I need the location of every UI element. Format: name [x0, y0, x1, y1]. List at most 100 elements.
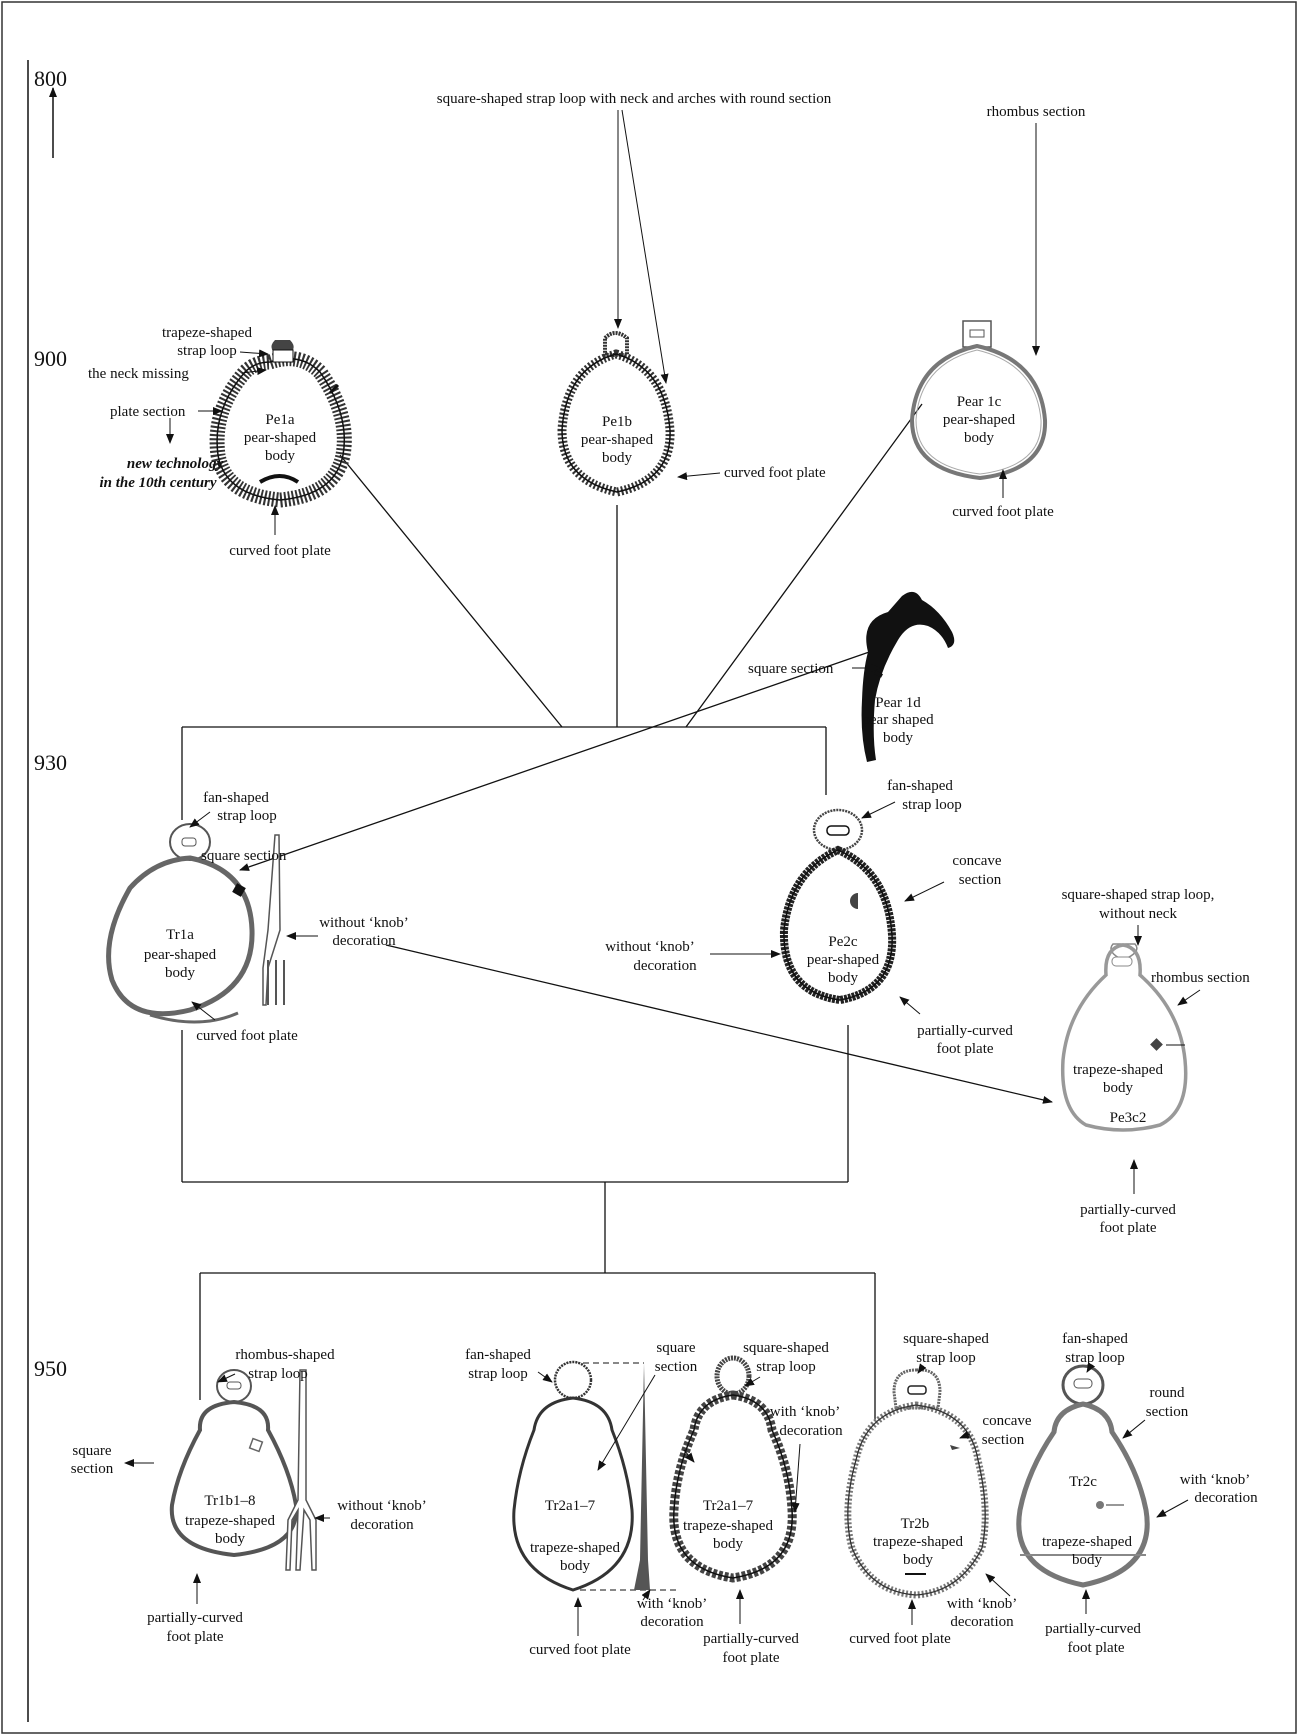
- tr2b-id: Tr2b: [901, 1516, 930, 1532]
- tr2c-strap-2: strap loop: [1065, 1350, 1125, 1366]
- pe3c2-foot-1: partially-curved: [1080, 1202, 1176, 1218]
- pe3c2-strap-2: without neck: [1099, 906, 1177, 922]
- pe1a-id: Pe1a: [265, 412, 295, 428]
- pe1b-body-1: pear-shaped: [581, 432, 654, 448]
- tr2b-decoration-1: with ‘knob’: [947, 1596, 1017, 1612]
- tr2a1b-id: Tr2a1–7: [703, 1498, 754, 1514]
- tr1b1-section-1: square: [72, 1443, 111, 1459]
- pe2c-decoration-1: without ‘knob’: [605, 939, 695, 955]
- pe3c2-body-2: body: [1103, 1080, 1134, 1096]
- tr1a-body-2: body: [165, 965, 196, 981]
- pear1c-body-2: body: [964, 430, 995, 446]
- tr2a1b-body-1: trapeze-shaped: [683, 1518, 773, 1534]
- tr2b-strap-1: square-shaped: [903, 1331, 989, 1347]
- tr2c-decoration-1: with ‘knob’: [1180, 1472, 1250, 1488]
- pe2c-section-1: concave: [952, 853, 1001, 869]
- tr2a1a-id: Tr2a1–7: [545, 1498, 596, 1514]
- tr2b-strap-2: strap loop: [916, 1350, 976, 1366]
- tr2a1a-strap-2: strap loop: [468, 1366, 528, 1382]
- pear1c-section: rhombus section: [987, 104, 1086, 120]
- pe1a-foot: curved foot plate: [229, 543, 331, 559]
- tr1a-decoration-2: decoration: [332, 933, 396, 949]
- pe1a-note-2: in the 10th century: [99, 475, 216, 491]
- pe2c-strap-2: strap loop: [902, 797, 962, 813]
- pe1b-strap: square-shaped strap loop with neck and a…: [437, 91, 832, 107]
- pe3c2-strap-1: square-shaped strap loop,: [1062, 887, 1215, 903]
- pe3c2-id: Pe3c2: [1110, 1110, 1147, 1126]
- stirrup-pe1b: Pe1b pear-shaped body square-shaped stra…: [437, 91, 832, 497]
- tr2b-foot: curved foot plate: [849, 1631, 951, 1647]
- pe1a-strap-1: trapeze-shaped: [162, 325, 252, 341]
- stirrup-tr2b: Tr2b trapeze-shaped body square-shaped s…: [844, 1331, 1032, 1647]
- tr2b-decoration-2: decoration: [950, 1614, 1014, 1630]
- pear1d-section: square section: [748, 661, 834, 677]
- tr2c-body-2: body: [1072, 1552, 1103, 1568]
- pe1a-neck: the neck missing: [88, 366, 189, 382]
- stirrup-pear1c: Pear 1c pear-shaped body rhombus section…: [909, 104, 1086, 520]
- tr1a-body-1: pear-shaped: [144, 947, 217, 963]
- pear1c-id: Pear 1c: [957, 394, 1002, 410]
- tr2a1b-strap-1: square-shaped: [743, 1340, 829, 1356]
- tr2a1b-foot-2: foot plate: [722, 1650, 779, 1666]
- tr2b-body-1: trapeze-shaped: [873, 1534, 963, 1550]
- tr1a-id: Tr1a: [166, 927, 194, 943]
- tr2b-section-2: section: [982, 1432, 1025, 1448]
- timeline: 800 900 930 950: [27, 60, 67, 1722]
- stirrup-pe2c: Pe2c pear-shaped body fan-shaped strap l…: [605, 778, 1013, 1057]
- pe2c-decoration-2: decoration: [633, 958, 697, 974]
- pe3c2-foot-2: foot plate: [1099, 1220, 1156, 1236]
- tr2a1a-body-2: body: [560, 1558, 591, 1574]
- tr2c-section-1: round: [1150, 1385, 1185, 1401]
- tr2b-section-1: concave: [982, 1413, 1031, 1429]
- tr2b-body-2: body: [903, 1552, 934, 1568]
- tr2a1b-decoration-top-2: decoration: [779, 1423, 843, 1439]
- pe2c-foot-2: foot plate: [936, 1041, 993, 1057]
- tr2a1a-body-1: trapeze-shaped: [530, 1540, 620, 1556]
- stirrup-tr2a1-7-b: Tr2a1–7 trapeze-shaped body square-shape…: [637, 1340, 843, 1666]
- tr1a-section: square section: [201, 848, 287, 864]
- tr1b1-decoration-2: decoration: [350, 1517, 414, 1533]
- tr1b1-strap-1: rhombus-shaped: [235, 1347, 335, 1363]
- pe3c2-section: rhombus section: [1151, 970, 1250, 986]
- tr2a1a-section-1: square: [656, 1340, 695, 1356]
- tr2a1b-foot-1: partially-curved: [703, 1631, 799, 1647]
- tr1b1-decoration-1: without ‘knob’: [337, 1498, 427, 1514]
- year-900: 900: [34, 346, 67, 371]
- tr2a1b-decoration-top-1: with ‘knob’: [770, 1404, 840, 1420]
- tr1a-strap-2: strap loop: [217, 808, 277, 824]
- tr2c-decoration-2: decoration: [1194, 1490, 1258, 1506]
- stirrup-tr1b1-8: Tr1b1–8 trapeze-shaped body rhombus-shap…: [71, 1347, 427, 1645]
- tr2a1a-section-2: section: [655, 1359, 698, 1375]
- pe1b-body-2: body: [602, 450, 633, 466]
- pear1c-body-1: pear-shaped: [943, 412, 1016, 428]
- pe1b-id: Pe1b: [602, 414, 632, 430]
- pe1a-body-1: pear-shaped: [244, 430, 317, 446]
- tr1b1-id: Tr1b1–8: [204, 1493, 255, 1509]
- tr1b1-body-2: body: [215, 1531, 246, 1547]
- tr1b1-body-1: trapeze-shaped: [185, 1513, 275, 1529]
- tr1a-foot: curved foot plate: [196, 1028, 298, 1044]
- tr1b1-section-2: section: [71, 1461, 114, 1477]
- tr2c-body-1: trapeze-shaped: [1042, 1534, 1132, 1550]
- year-950: 950: [34, 1356, 67, 1381]
- year-930: 930: [34, 750, 67, 775]
- pear1d-body-1: pear shaped: [862, 712, 934, 728]
- tr2a1b-strap-2: strap loop: [756, 1359, 816, 1375]
- stirrup-tr2a1-7-a: Tr2a1–7 trapeze-shaped body fan-shaped s…: [465, 1340, 698, 1658]
- pear1d-body-2: body: [883, 730, 914, 746]
- tr2c-id: Tr2c: [1069, 1474, 1097, 1490]
- tr1b1-foot-1: partially-curved: [147, 1610, 243, 1626]
- pe3c2-body-1: trapeze-shaped: [1073, 1062, 1163, 1078]
- tr2c-foot-2: foot plate: [1067, 1640, 1124, 1656]
- tr1b1-strap-2: strap loop: [248, 1366, 308, 1382]
- pe2c-section-2: section: [959, 872, 1002, 888]
- tr1b1-foot-2: foot plate: [166, 1629, 223, 1645]
- tr1a-strap-1: fan-shaped: [203, 790, 269, 806]
- tr2c-section-2: section: [1146, 1404, 1189, 1420]
- pe2c-body-2: body: [828, 970, 859, 986]
- pe1a-note-1: new technology: [127, 456, 224, 472]
- tr2c-foot-1: partially-curved: [1045, 1621, 1141, 1637]
- stirrup-tr1a: Tr1a pear-shaped body fan-shaped strap l…: [106, 790, 409, 1044]
